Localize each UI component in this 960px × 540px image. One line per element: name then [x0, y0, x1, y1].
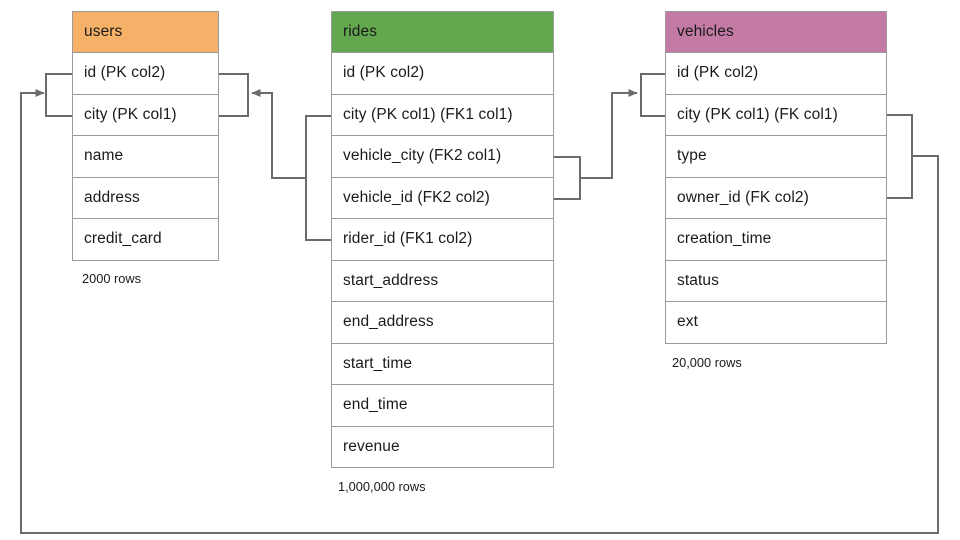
entity-rides-row-count: 1,000,000 rows [338, 479, 426, 494]
field-rides-start-address[interactable]: start_address [331, 260, 554, 302]
connector-rides-right-bracket [554, 156, 581, 200]
connector-rides-to-users [251, 89, 306, 179]
entity-vehicles[interactable]: vehicles id (PK col2) city (PK col1) (FK… [665, 11, 887, 344]
field-label: vehicle_id (FK2 col2) [343, 188, 490, 206]
entity-vehicles-row-count: 20,000 rows [672, 355, 742, 370]
entity-rides-title: rides [343, 23, 378, 40]
entity-users-title: users [84, 23, 123, 40]
entity-rides-header: rides [331, 11, 554, 53]
field-rides-end-time[interactable]: end_time [331, 385, 554, 427]
field-label: end_time [343, 396, 408, 414]
field-users-id[interactable]: id (PK col2) [72, 53, 219, 95]
field-rides-rider-id[interactable]: rider_id (FK1 col2) [331, 219, 554, 261]
field-label: vehicle_city (FK2 col1) [343, 147, 502, 165]
field-label: start_address [343, 271, 439, 289]
field-label: owner_id (FK col2) [677, 188, 809, 206]
entity-rides[interactable]: rides id (PK col2) city (PK col1) (FK1 c… [331, 11, 554, 468]
field-users-credit-card[interactable]: credit_card [72, 219, 219, 261]
field-rides-vehicle-id[interactable]: vehicle_id (FK2 col2) [331, 177, 554, 219]
connector-rides-left-bracket [305, 115, 331, 241]
field-vehicles-creation-time[interactable]: creation_time [665, 219, 887, 261]
field-label: status [677, 271, 719, 289]
field-label: id (PK col2) [84, 64, 166, 82]
field-label: address [84, 188, 140, 206]
connector-users-left-bracket [45, 73, 72, 117]
field-users-name[interactable]: name [72, 136, 219, 178]
field-label: city (PK col1) (FK1 col1) [343, 105, 513, 123]
connector-rides-to-vehicles [580, 89, 638, 179]
field-rides-vehicle-city[interactable]: vehicle_city (FK2 col1) [331, 136, 554, 178]
entity-vehicles-header: vehicles [665, 11, 887, 53]
field-label: id (PK col2) [677, 64, 759, 82]
field-users-address[interactable]: address [72, 177, 219, 219]
entity-users-row-count: 2000 rows [82, 271, 142, 286]
field-vehicles-owner-id[interactable]: owner_id (FK col2) [665, 177, 887, 219]
entity-vehicles-title: vehicles [677, 23, 734, 40]
field-label: end_address [343, 313, 434, 331]
field-vehicles-id[interactable]: id (PK col2) [665, 53, 887, 95]
field-label: credit_card [84, 230, 162, 248]
field-label: city (PK col1) (FK col1) [677, 105, 838, 123]
connector-users-right-bracket [219, 73, 249, 117]
entity-users-header: users [72, 11, 219, 53]
field-rides-revenue[interactable]: revenue [331, 426, 554, 468]
field-label: start_time [343, 354, 413, 372]
field-vehicles-city[interactable]: city (PK col1) (FK col1) [665, 94, 887, 136]
field-vehicles-type[interactable]: type [665, 136, 887, 178]
field-label: type [677, 147, 707, 165]
entity-users[interactable]: users id (PK col2) city (PK col1) name a… [72, 11, 219, 261]
field-vehicles-ext[interactable]: ext [665, 302, 887, 344]
field-rides-start-time[interactable]: start_time [331, 343, 554, 385]
field-label: revenue [343, 437, 400, 455]
field-rides-end-address[interactable]: end_address [331, 302, 554, 344]
connector-vehicles-right-bracket [887, 114, 913, 199]
field-label: city (PK col1) [84, 105, 177, 123]
connector-vehicles-left-bracket [640, 73, 665, 117]
field-label: id (PK col2) [343, 64, 425, 82]
field-label: creation_time [677, 230, 772, 248]
field-label: ext [677, 313, 698, 331]
field-users-city[interactable]: city (PK col1) [72, 94, 219, 136]
field-vehicles-status[interactable]: status [665, 260, 887, 302]
field-label: rider_id (FK1 col2) [343, 230, 473, 248]
field-rides-city[interactable]: city (PK col1) (FK1 col1) [331, 94, 554, 136]
field-label: name [84, 147, 124, 165]
field-rides-id[interactable]: id (PK col2) [331, 53, 554, 95]
